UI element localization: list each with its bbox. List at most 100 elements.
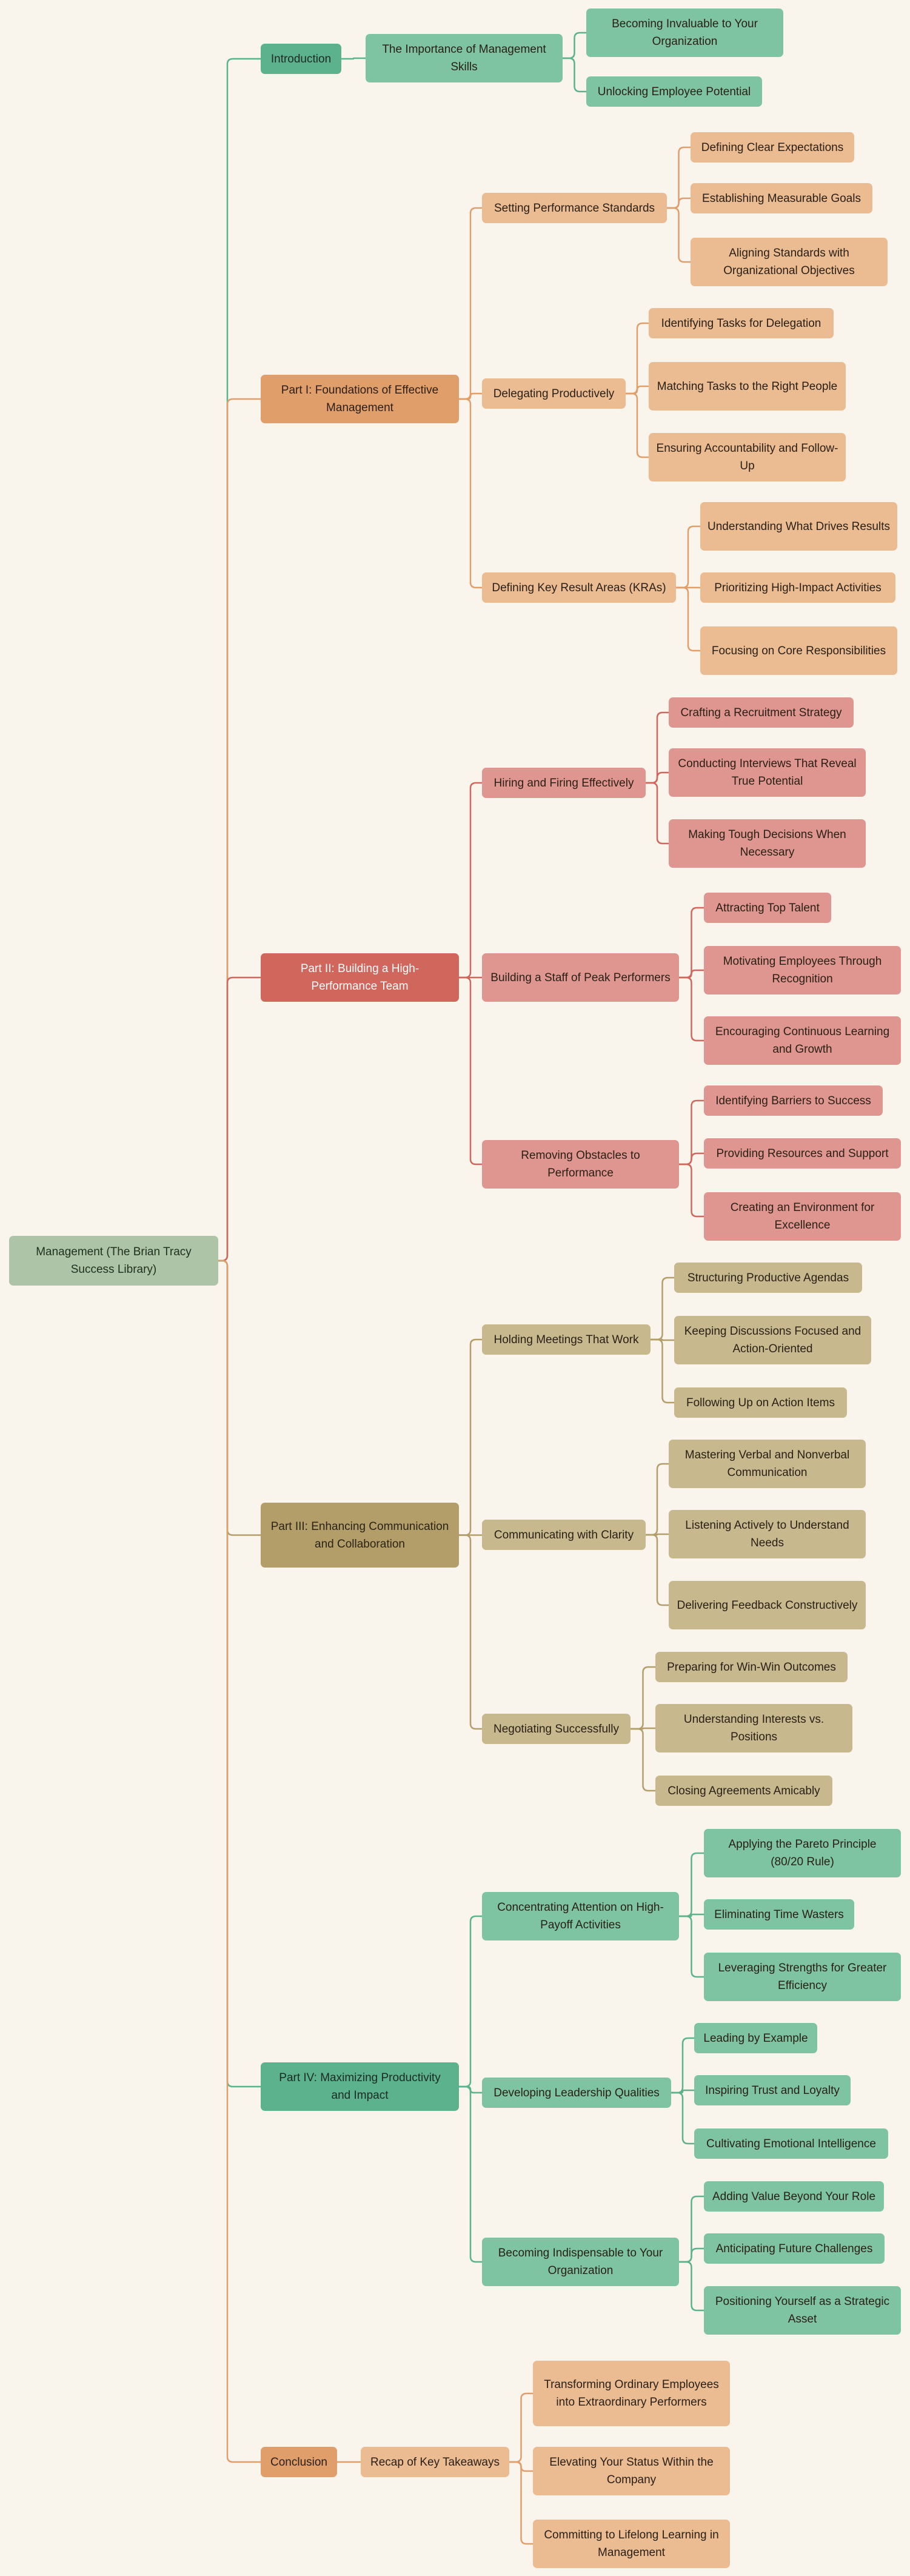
- leaf-mastering-verbal-and-nonverbal-communication[interactable]: Mastering Verbal and Nonverbal Communica…: [669, 1440, 866, 1488]
- leaf-understanding-what-drives-results-label: Understanding What Drives Results: [708, 520, 890, 533]
- leaf-leveraging-strengths-for-greater-efficiency[interactable]: Leveraging Strengths for Greater Efficie…: [704, 1953, 901, 2001]
- leaf-identifying-tasks-for-delegation[interactable]: Identifying Tasks for Delegation: [649, 308, 834, 338]
- connector: [459, 2085, 482, 2263]
- leaf-understanding-interests-vs-positions[interactable]: Understanding Interests vs. Positions: [655, 1704, 852, 1753]
- leaf-creating-an-environment-for-excellence[interactable]: Creating an Environment for Excellence: [704, 1192, 901, 1241]
- leaf-cultivating-emotional-intelligence[interactable]: Cultivating Emotional Intelligence: [694, 2128, 888, 2159]
- subtopic-hiring-and-firing-effectively[interactable]: Hiring and Firing Effectively: [482, 768, 646, 798]
- section-intro[interactable]: Introduction: [261, 44, 341, 74]
- leaf-anticipating-future-challenges[interactable]: Anticipating Future Challenges: [704, 2233, 885, 2264]
- subtopic-developing-leadership-qualities[interactable]: Developing Leadership Qualities: [482, 2078, 671, 2108]
- leaf-making-tough-decisions-when-necessary-label: Making Tough Decisions When Necessary: [688, 828, 846, 859]
- leaf-providing-resources-and-support[interactable]: Providing Resources and Support: [704, 1138, 901, 1169]
- section-p1-label: Part I: Foundations of Effective Managem…: [281, 384, 439, 414]
- subtopic-the-importance-of-management-skills[interactable]: The Importance of Management Skills: [366, 34, 563, 82]
- leaf-structuring-productive-agendas-label: Structuring Productive Agendas: [687, 1271, 849, 1284]
- leaf-transforming-ordinary-employees-into-extraordinary-performers-label: Transforming Ordinary Employees into Ext…: [544, 2378, 719, 2409]
- leaf-structuring-productive-agendas[interactable]: Structuring Productive Agendas: [674, 1263, 862, 1293]
- section-p1[interactable]: Part I: Foundations of Effective Managem…: [261, 375, 459, 423]
- section-intro-label: Introduction: [270, 52, 332, 65]
- subtopic-removing-obstacles-to-performance-label: Removing Obstacles to Performance: [521, 1149, 640, 1179]
- connector: [509, 2461, 533, 2545]
- section-p2-label: Part II: Building a High-Performance Tea…: [300, 962, 420, 993]
- leaf-leading-by-example[interactable]: Leading by Example: [694, 2023, 817, 2053]
- subtopic-delegating-productively[interactable]: Delegating Productively: [482, 378, 626, 409]
- leaf-becoming-invaluable-to-your-organization[interactable]: Becoming Invaluable to Your Organization: [586, 8, 783, 57]
- leaf-making-tough-decisions-when-necessary[interactable]: Making Tough Decisions When Necessary: [669, 819, 866, 868]
- leaf-crafting-a-recruitment-strategy-label: Crafting a Recruitment Strategy: [680, 706, 842, 719]
- leaf-prioritizing-high-impact-activities[interactable]: Prioritizing High-Impact Activities: [700, 572, 895, 603]
- section-p2[interactable]: Part II: Building a High-Performance Tea…: [261, 953, 459, 1002]
- connector: [626, 322, 649, 395]
- leaf-attracting-top-talent-label: Attracting Top Talent: [715, 901, 820, 914]
- leaf-committing-to-lifelong-learning-in-management-label: Committing to Lifelong Learning in Manag…: [544, 2529, 719, 2559]
- leaf-motivating-employees-through-recognition[interactable]: Motivating Employees Through Recognition: [704, 946, 901, 995]
- leaf-understanding-interests-vs-positions-label: Understanding Interests vs. Positions: [683, 1713, 825, 1743]
- leaf-elevating-your-status-within-the-company-label: Elevating Your Status Within the Company: [549, 2456, 714, 2486]
- connector: [631, 1728, 655, 1792]
- leaf-eliminating-time-wasters-label: Eliminating Time Wasters: [714, 1908, 844, 1921]
- connector: [646, 782, 669, 845]
- subtopic-recap-of-key-takeaways[interactable]: Recap of Key Takeaways: [361, 2447, 509, 2477]
- leaf-transforming-ordinary-employees-into-extraordinary-performers[interactable]: Transforming Ordinary Employees into Ext…: [533, 2361, 730, 2426]
- leaf-inspiring-trust-and-loyalty-label: Inspiring Trust and Loyalty: [705, 2084, 840, 2097]
- connector: [651, 1276, 674, 1341]
- leaf-matching-tasks-to-the-right-people-label: Matching Tasks to the Right People: [657, 380, 838, 393]
- root-node[interactable]: Management (The Brian Tracy Success Libr…: [9, 1236, 218, 1286]
- connector: [631, 1666, 655, 1730]
- leaf-following-up-on-action-items[interactable]: Following Up on Action Items: [674, 1387, 847, 1418]
- leaf-establishing-measurable-goals[interactable]: Establishing Measurable Goals: [691, 183, 872, 213]
- subtopic-negotiating-successfully-label: Negotiating Successfully: [493, 1722, 619, 1736]
- leaf-listening-actively-to-understand-needs[interactable]: Listening Actively to Understand Needs: [669, 1510, 866, 1558]
- subtopic-building-a-staff-of-peak-performers[interactable]: Building a Staff of Peak Performers: [482, 953, 679, 1002]
- connector: [459, 1338, 482, 1536]
- subtopic-hiring-and-firing-effectively-label: Hiring and Firing Effectively: [493, 776, 634, 790]
- leaf-unlocking-employee-potential[interactable]: Unlocking Employee Potential: [586, 76, 762, 107]
- leaf-inspiring-trust-and-loyalty[interactable]: Inspiring Trust and Loyalty: [694, 2075, 851, 2105]
- subtopic-communicating-with-clarity[interactable]: Communicating with Clarity: [482, 1520, 646, 1550]
- leaf-delivering-feedback-constructively[interactable]: Delivering Feedback Constructively: [669, 1581, 866, 1629]
- leaf-closing-agreements-amicably-label: Closing Agreements Amicably: [667, 1784, 820, 1797]
- leaf-defining-clear-expectations[interactable]: Defining Clear Expectations: [691, 132, 854, 163]
- leaf-keeping-discussions-focused-and-action-oriented[interactable]: Keeping Discussions Focused and Action-O…: [674, 1316, 871, 1364]
- subtopic-becoming-indispensable-to-your-organization[interactable]: Becoming Indispensable to Your Organizat…: [482, 2238, 679, 2286]
- leaf-identifying-barriers-to-success[interactable]: Identifying Barriers to Success: [704, 1085, 883, 1116]
- leaf-conducting-interviews-that-reveal-true-potential[interactable]: Conducting Interviews That Reveal True P…: [669, 748, 866, 797]
- connector: [646, 1463, 669, 1536]
- section-p4[interactable]: Part IV: Maximizing Productivity and Imp…: [261, 2062, 459, 2111]
- leaf-committing-to-lifelong-learning-in-management[interactable]: Committing to Lifelong Learning in Manag…: [533, 2520, 730, 2568]
- connector: [671, 2037, 694, 2094]
- subtopic-setting-performance-standards[interactable]: Setting Performance Standards: [482, 193, 667, 223]
- connector: [679, 2261, 704, 2312]
- leaf-aligning-standards-with-organizational-objectives[interactable]: Aligning Standards with Organizational O…: [691, 238, 888, 286]
- leaf-positioning-yourself-as-a-strategic-asset[interactable]: Positioning Yourself as a Strategic Asse…: [704, 2286, 901, 2335]
- leaf-identifying-tasks-for-delegation-label: Identifying Tasks for Delegation: [661, 317, 821, 330]
- subtopic-defining-key-result-areas-kras[interactable]: Defining Key Result Areas (KRAs): [482, 572, 676, 603]
- leaf-elevating-your-status-within-the-company[interactable]: Elevating Your Status Within the Company: [533, 2447, 730, 2495]
- subtopic-concentrating-attention-on-high-payoff-activities[interactable]: Concentrating Attention on High-Payoff A…: [482, 1892, 679, 1940]
- leaf-applying-the-pareto-principle-80-20-rule[interactable]: Applying the Pareto Principle (80/20 Rul…: [704, 1829, 901, 1877]
- subtopic-removing-obstacles-to-performance[interactable]: Removing Obstacles to Performance: [482, 1140, 679, 1189]
- leaf-ensuring-accountability-and-follow-up[interactable]: Ensuring Accountability and Follow-Up: [649, 433, 846, 481]
- leaf-preparing-for-win-win-outcomes[interactable]: Preparing for Win-Win Outcomes: [655, 1652, 848, 1682]
- leaf-focusing-on-core-responsibilities[interactable]: Focusing on Core Responsibilities: [700, 626, 897, 675]
- connector: [218, 1259, 261, 1536]
- section-concl[interactable]: Conclusion: [261, 2447, 337, 2477]
- section-concl-label: Conclusion: [270, 2455, 327, 2469]
- subtopic-delegating-productively-label: Delegating Productively: [493, 387, 615, 400]
- leaf-encouraging-continuous-learning-and-growth[interactable]: Encouraging Continuous Learning and Grow…: [704, 1016, 901, 1065]
- leaf-following-up-on-action-items-label: Following Up on Action Items: [686, 1396, 835, 1409]
- leaf-crafting-a-recruitment-strategy[interactable]: Crafting a Recruitment Strategy: [669, 697, 854, 728]
- connector: [679, 1913, 704, 1917]
- leaf-attracting-top-talent[interactable]: Attracting Top Talent: [704, 893, 831, 923]
- subtopic-holding-meetings-that-work[interactable]: Holding Meetings That Work: [482, 1324, 651, 1355]
- leaf-closing-agreements-amicably[interactable]: Closing Agreements Amicably: [655, 1776, 832, 1806]
- leaf-eliminating-time-wasters[interactable]: Eliminating Time Wasters: [704, 1899, 854, 1930]
- leaf-understanding-what-drives-results[interactable]: Understanding What Drives Results: [700, 502, 897, 551]
- leaf-adding-value-beyond-your-role[interactable]: Adding Value Beyond Your Role: [704, 2181, 884, 2212]
- section-p3[interactable]: Part III: Enhancing Communication and Co…: [261, 1503, 459, 1568]
- subtopic-negotiating-successfully[interactable]: Negotiating Successfully: [482, 1714, 631, 1744]
- leaf-conducting-interviews-that-reveal-true-potential-label: Conducting Interviews That Reveal True P…: [678, 757, 857, 788]
- leaf-matching-tasks-to-the-right-people[interactable]: Matching Tasks to the Right People: [649, 362, 846, 411]
- connector: [218, 398, 261, 1262]
